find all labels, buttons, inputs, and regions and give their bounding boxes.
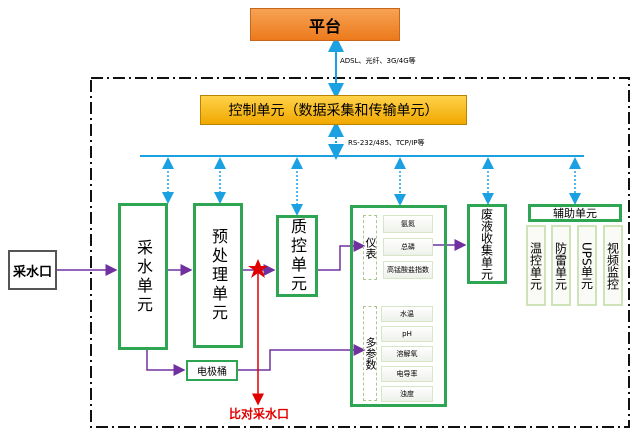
instrument-item: 总磷 <box>383 238 433 256</box>
multiparam-label: 多参数 <box>363 306 377 401</box>
aux-item-ups: UPS单元 <box>577 225 597 306</box>
instrument-item: 氨氮 <box>383 215 433 233</box>
aux-item-temp: 温控单元 <box>526 225 546 306</box>
aux-unit-header: 辅助单元 <box>528 204 622 222</box>
multiparam-item: 电导率 <box>381 366 433 382</box>
multiparam-item: 溶解氧 <box>381 346 433 362</box>
multiparam-item: 浊度 <box>381 386 433 402</box>
analyzer-box: 仪表 氨氮 总磷 高锰酸盐指数 多参数 水温 pH 溶解氧 电导率 浊度 <box>350 205 447 407</box>
pretreat-unit: 预处理单元 <box>193 203 243 348</box>
compare-intake-label: 比对采水口 <box>229 407 290 421</box>
aux-item-lightning: 防雷单元 <box>551 225 571 306</box>
multiparam-item: 水温 <box>381 306 433 322</box>
platform-box: 平台 <box>250 8 400 41</box>
instrument-label: 仪表 <box>363 215 377 280</box>
link-top-label: ADSL、光纤、3G/4G等 <box>340 57 416 65</box>
qc-unit: 质控单元 <box>276 215 318 297</box>
sampling-unit: 采水单元 <box>118 203 168 350</box>
intake-box: 采水口 <box>8 250 57 290</box>
system-boundary <box>90 77 630 428</box>
instrument-item: 高锰酸盐指数 <box>383 261 433 279</box>
link-bus-label: RS-232/485、TCP/IP等 <box>348 139 425 147</box>
electrode-tank: 电极桶 <box>186 360 238 381</box>
waste-unit: 废液收集单元 <box>467 204 507 284</box>
control-unit-box: 控制单元（数据采集和传输单元） <box>200 95 467 125</box>
aux-item-video: 视频监控 <box>603 225 623 306</box>
multiparam-item: pH <box>381 326 433 342</box>
star-icon <box>248 259 268 278</box>
